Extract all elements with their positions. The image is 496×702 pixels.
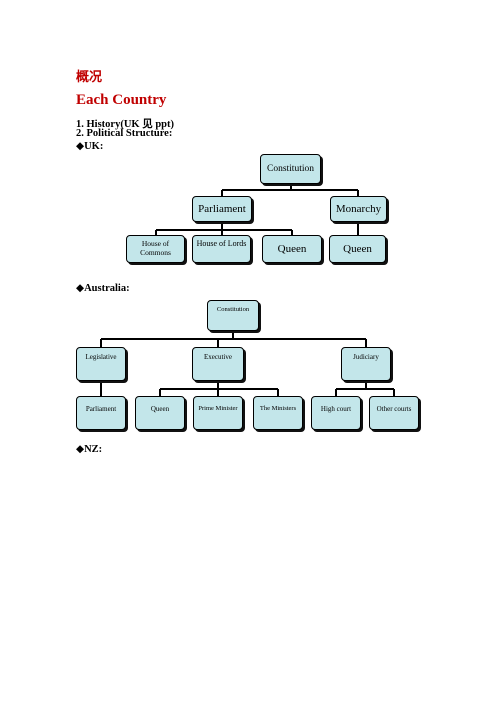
political-structure-line: 2. Political Structure:	[76, 128, 173, 139]
au-legislative-node: Legislative	[76, 347, 126, 381]
au-prime-minister-node: Prime Minister	[193, 396, 243, 430]
au-other-courts-node: Other courts	[369, 396, 419, 430]
au-parliament-node: Parliament	[76, 396, 126, 430]
uk-label: ◆UK:	[76, 141, 104, 152]
uk-constitution-node: Constitution	[260, 154, 321, 184]
history-line: 1. History(UK 见 ppt)	[76, 119, 174, 130]
heading-each-country: Each Country	[76, 92, 167, 108]
uk-monarchy-node: Monarchy	[330, 196, 387, 222]
au-the-ministers-node: The Ministers	[253, 396, 303, 430]
uk-parliament-node: Parliament	[192, 196, 252, 222]
nz-label: ◆NZ:	[76, 444, 103, 455]
au-executive-node: Executive	[192, 347, 244, 381]
au-constitution-node: Constitution	[207, 300, 259, 331]
heading-chinese: 概况	[76, 70, 103, 85]
australia-label: ◆Australia:	[76, 283, 130, 294]
au-high-court-node: High court	[311, 396, 361, 430]
uk-queen-node: Queen	[262, 235, 322, 263]
uk-monarchy-queen-node: Queen	[329, 235, 386, 263]
au-queen-node: Queen	[135, 396, 185, 430]
au-judiciary-node: Judiciary	[341, 347, 391, 381]
uk-house-of-lords-node: House of Lords	[192, 235, 251, 263]
uk-house-of-commons-node: House of Commons	[126, 235, 185, 263]
